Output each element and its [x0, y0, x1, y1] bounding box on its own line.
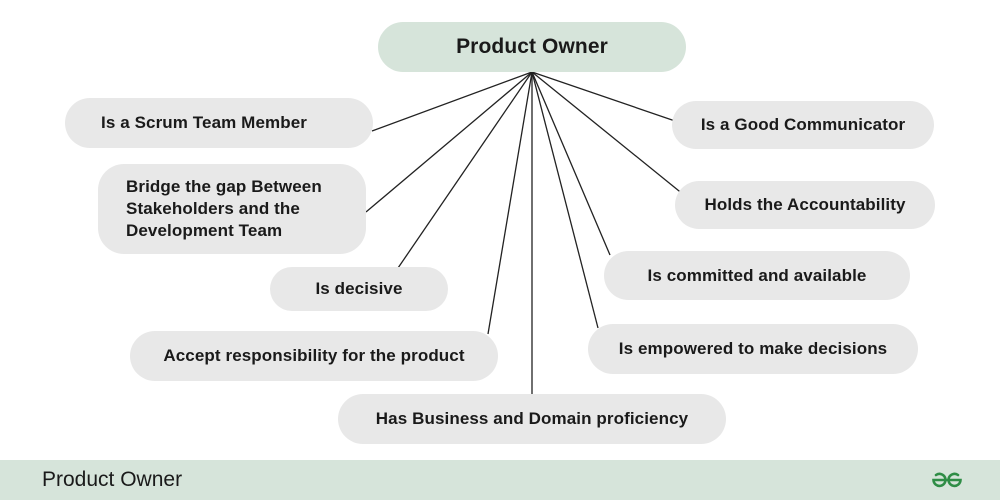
node-label: Is empowered to make decisions	[618, 339, 888, 358]
node-label: Bridge the gap Between Stakeholders and …	[126, 177, 322, 240]
connector-line	[531, 71, 599, 329]
node-label: Is a Scrum Team Member	[101, 113, 307, 132]
connector-line	[531, 71, 679, 123]
node-business-domain-proficiency: Has Business and Domain proficiency	[338, 394, 726, 444]
node-label: Is committed and available	[647, 265, 867, 285]
node-empowered-to-decide: Is empowered to make decisions	[588, 324, 918, 374]
node-label: Is decisive	[315, 279, 403, 298]
root-node-product-owner: Product Owner	[378, 22, 686, 72]
connector-line	[397, 71, 533, 269]
node-holds-accountability: Holds the Accountability	[675, 181, 935, 229]
gfg-logo-icon	[932, 472, 962, 488]
node-good-communicator: Is a Good Communicator	[672, 101, 934, 149]
node-committed-available: Is committed and available	[604, 251, 910, 300]
node-label: Is a Good Communicator	[700, 115, 906, 134]
connector-line	[531, 71, 685, 196]
connector-line	[371, 71, 533, 132]
node-scrum-team-member: Is a Scrum Team Member	[65, 98, 373, 148]
node-accept-responsibility: Accept responsibility for the product	[130, 331, 498, 381]
connector-line	[531, 71, 611, 256]
node-label: Accept responsibility for the product	[163, 346, 465, 365]
node-is-decisive: Is decisive	[270, 267, 448, 311]
footer-title: Product Owner	[42, 468, 183, 491]
root-node-label: Product Owner	[456, 35, 608, 58]
footer-bar: Product Owner	[0, 460, 1000, 500]
node-bridge-the-gap: Bridge the gap Between Stakeholders and …	[98, 164, 366, 254]
node-label: Holds the Accountability	[704, 195, 906, 214]
node-label: Has Business and Domain proficiency	[375, 409, 689, 428]
connector-line	[487, 71, 533, 335]
connector-line	[365, 71, 533, 213]
